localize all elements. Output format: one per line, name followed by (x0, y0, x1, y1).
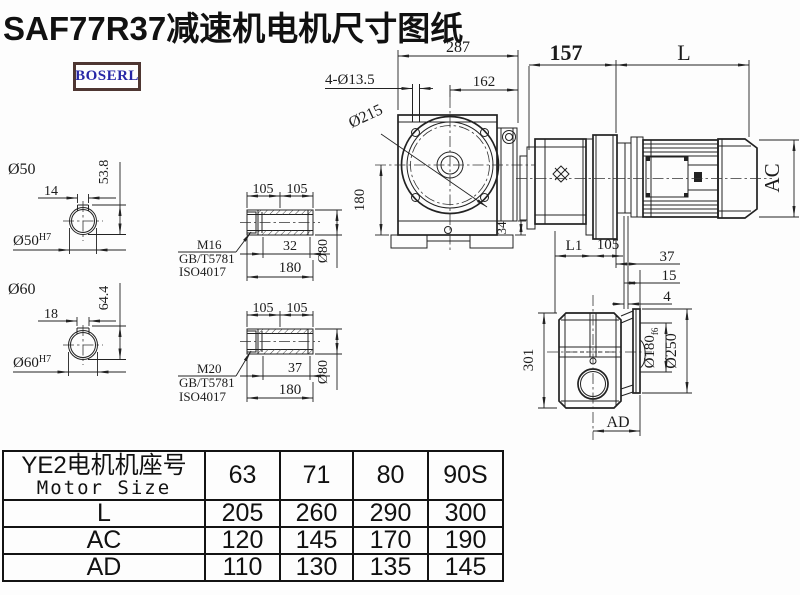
m20-thread-label: M20 (197, 361, 222, 376)
dim-rear-4: 4 (663, 289, 671, 305)
dim-ad: AD (606, 414, 629, 431)
dim-rear-flange-dia: Ø250 (663, 333, 680, 369)
dia60-label: Ø60 (8, 281, 36, 298)
dim-l1: L1 (566, 238, 583, 254)
dim-105: 105 (597, 237, 620, 253)
dim-m16-seg1: 105 (253, 182, 274, 197)
shaft-detail-m20: 105 105 37 180 Ø80 M20 GB/T5781 ISO4017 (178, 301, 342, 404)
dim-m16-total: 180 (279, 260, 302, 276)
dim-rear-15: 15 (662, 268, 677, 284)
table-cell: 110 (204, 553, 281, 582)
table-cell: 190 (427, 526, 504, 555)
shaft-section-60: Ø60 18 64.4 Ø60H7 (8, 281, 126, 376)
dim-flange-dia: Ø215 (346, 101, 385, 131)
dim-m16-len: 32 (283, 239, 297, 254)
brand-logo: BOSERL (73, 62, 141, 91)
dia60-fit-label: Ø60H7 (13, 354, 51, 371)
m16-std2-label: ISO4017 (179, 264, 226, 279)
dim-keyway-height-50: 53.8 (97, 160, 112, 185)
dim-front-width-right: 162 (473, 74, 496, 90)
dia50-fit-label: Ø50H7 (13, 232, 51, 249)
table-cell: 300 (427, 499, 504, 528)
side-view: 157 L AC L1 105 (516, 40, 799, 313)
dim-front-height: 180 (352, 189, 368, 212)
table-cell: 170 (352, 526, 429, 555)
dim-motor-dia: AC (760, 163, 784, 192)
dim-spigot-dia: Ø180f6 (642, 327, 660, 368)
front-view: Ø215 34 287 162 4-Ø13.5 (325, 39, 535, 251)
table-row-label-AC: AC (2, 526, 206, 555)
m16-std1-label: GB/T5781 (179, 251, 235, 266)
dim-holes-label: 4-Ø13.5 (325, 72, 375, 88)
dim-keyway-width-50: 14 (44, 184, 58, 199)
dim-rear-height: 301 (521, 349, 537, 372)
dim-m16-seg2: 105 (287, 182, 308, 197)
m16-thread-label: M16 (197, 237, 222, 252)
dim-keyway-height-60: 64.4 (97, 286, 112, 311)
dim-m16-dia: Ø80 (316, 239, 331, 263)
m20-std1-label: GB/T5781 (179, 375, 235, 390)
shaft-section-50: Ø50 14 53.8 Ø50H7 (8, 160, 126, 254)
table-cell: 205 (204, 499, 281, 528)
dim-m20-len: 37 (288, 361, 302, 376)
table-size-90s: 90S (427, 450, 504, 501)
dim-m20-total: 180 (279, 382, 302, 398)
dim-m20-dia: Ø80 (316, 360, 331, 384)
motor-dimension-table: YE2电机机座号 Motor Size 63 71 80 90S L 205 2… (2, 450, 504, 582)
dia50-label: Ø50 (8, 161, 36, 178)
dim-157: 157 (550, 40, 583, 65)
m20-std2-label: ISO4017 (179, 389, 226, 404)
brand-logo-text: BOSERL (75, 68, 139, 84)
page-title: SAF77R37减速机电机尺寸图纸 (3, 10, 464, 47)
dim-keyway-width-60: 18 (44, 307, 58, 322)
table-size-63: 63 (204, 450, 281, 501)
table-header-motor-size: YE2电机机座号 Motor Size (2, 450, 206, 501)
table-cell: 290 (352, 499, 429, 528)
table-cell: 120 (204, 526, 281, 555)
dim-motor-length: L (677, 40, 690, 65)
table-cell: 135 (352, 553, 429, 582)
dim-foot-34: 34 (494, 221, 509, 235)
dim-m20-seg2: 105 (287, 301, 308, 316)
table-row-label-L: L (2, 499, 206, 528)
table-cell: 130 (279, 553, 354, 582)
table-cell: 145 (279, 526, 354, 555)
shaft-detail-m16: 105 105 32 180 Ø80 M16 GB/T5781 ISO4017 (178, 182, 342, 281)
rear-view: 37 15 4 Ø180f6 Ø250 301 AD (521, 216, 692, 440)
table-row-label-AD: AD (2, 553, 206, 582)
table-cell: 260 (279, 499, 354, 528)
table-cell: 145 (427, 553, 504, 582)
dim-m20-seg1: 105 (253, 301, 274, 316)
table-size-80: 80 (352, 450, 429, 501)
table-size-71: 71 (279, 450, 354, 501)
dim-front-width: 287 (446, 39, 470, 56)
dim-rear-37: 37 (660, 249, 676, 265)
